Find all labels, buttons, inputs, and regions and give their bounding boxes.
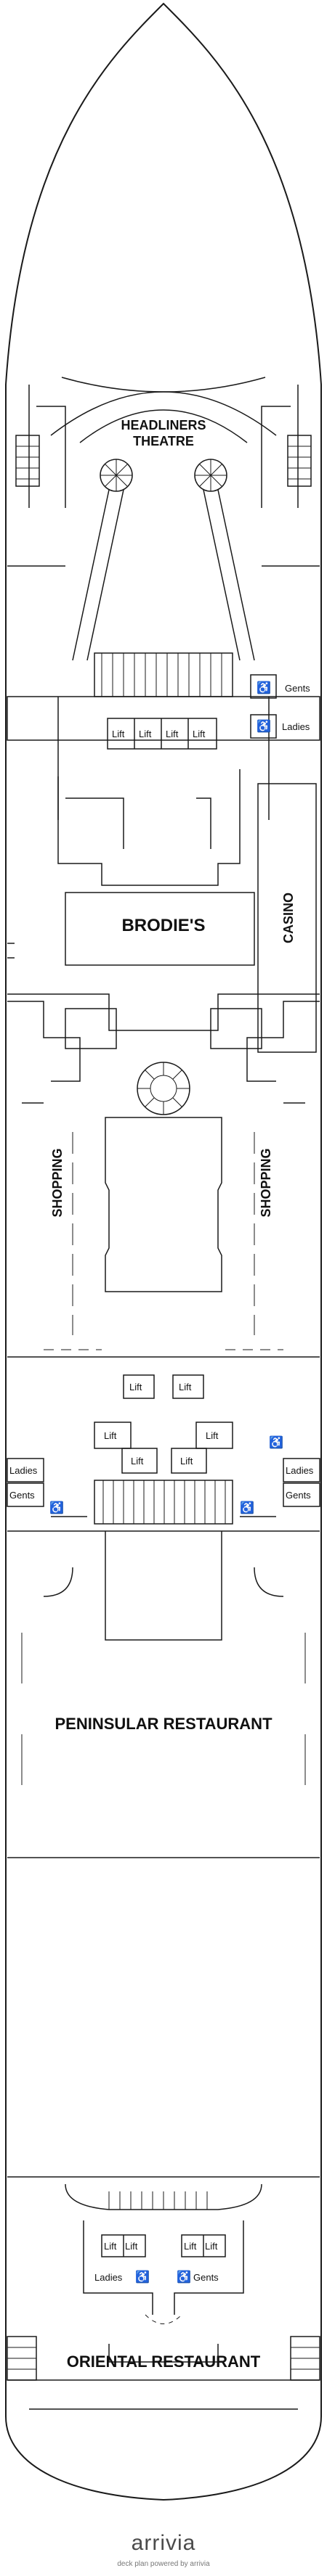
shopping-label-starboard: SHOPPING [259,1148,273,1217]
gents-label-midship-port: Gents [9,1490,35,1501]
brand-text: arrivia [131,2531,196,2555]
peninsular-restaurant [7,1530,320,1858]
lift-label: Lift [205,2241,218,2252]
powered-by-credit: deck plan powered by arrivia [117,2560,210,2568]
midship-lobby [7,1356,320,1525]
lift-label: Lift [104,1430,117,1441]
spiral-staircase-icon [137,1062,190,1115]
hull-outline [5,2,322,2501]
spiral-staircase-icon [194,459,227,492]
wheelchair-icon: ♿ [257,681,271,694]
brodies-casino-area [7,769,320,1053]
wheelchair-icon: ♿ [240,1501,254,1514]
theatre-area [7,377,320,661]
oriental-restaurant-label: ORIENTAL RESTAURANT [67,2353,261,2371]
theatre-label-line1: HEADLINERS [121,418,206,432]
lift-label: Lift [166,729,179,739]
lift-label: Lift [129,1382,142,1392]
lift-label: Lift [125,2241,138,2252]
stairs-icon [7,2336,37,2381]
wheelchair-icon: ♿ [135,2270,150,2284]
stairs-icon [287,435,312,487]
lift-label: Lift [179,1382,192,1392]
ladies-label-forward: Ladies [282,721,310,732]
wheelchair-icon: ♿ [257,719,271,733]
ladies-label-aft: Ladies [94,2272,123,2283]
wheelchair-icon: ♿ [177,2270,191,2284]
ladies-label-midship-port: Ladies [9,1465,38,1476]
wheelchair-icon: ♿ [269,1435,283,1449]
lift-label: Lift [184,2241,197,2252]
lift-label: Lift [180,1456,193,1467]
shopping-label-port: SHOPPING [50,1148,65,1217]
gents-label-aft: Gents [193,2272,219,2283]
lift-label: Lift [193,729,206,739]
spiral-staircase-icon [100,459,133,492]
ladies-label-midship-starboard: Ladies [286,1465,314,1476]
peninsular-restaurant-label: PENINSULAR RESTAURANT [54,1715,272,1733]
shopping-atrium [7,1001,320,1350]
brodies-label: BRODIE'S [121,916,205,935]
stairs-icon [290,2336,320,2381]
lift-label: Lift [104,2241,117,2252]
casino-label: CASINO [281,893,296,943]
theatre-label-line2: THEATRE [133,434,194,448]
arrivia-logo: arrivia [0,2531,327,2556]
gents-label-midship-starboard: Gents [286,1490,311,1501]
lift-label: Lift [206,1430,219,1441]
gents-label-forward: Gents [285,683,310,694]
lift-label: Lift [112,729,125,739]
wheelchair-icon: ♿ [49,1501,64,1514]
aft-section [7,2176,320,2410]
forward-lobby [7,652,320,820]
lift-label: Lift [139,729,152,739]
stairs-icon [15,435,40,487]
lift-label: Lift [131,1456,144,1467]
